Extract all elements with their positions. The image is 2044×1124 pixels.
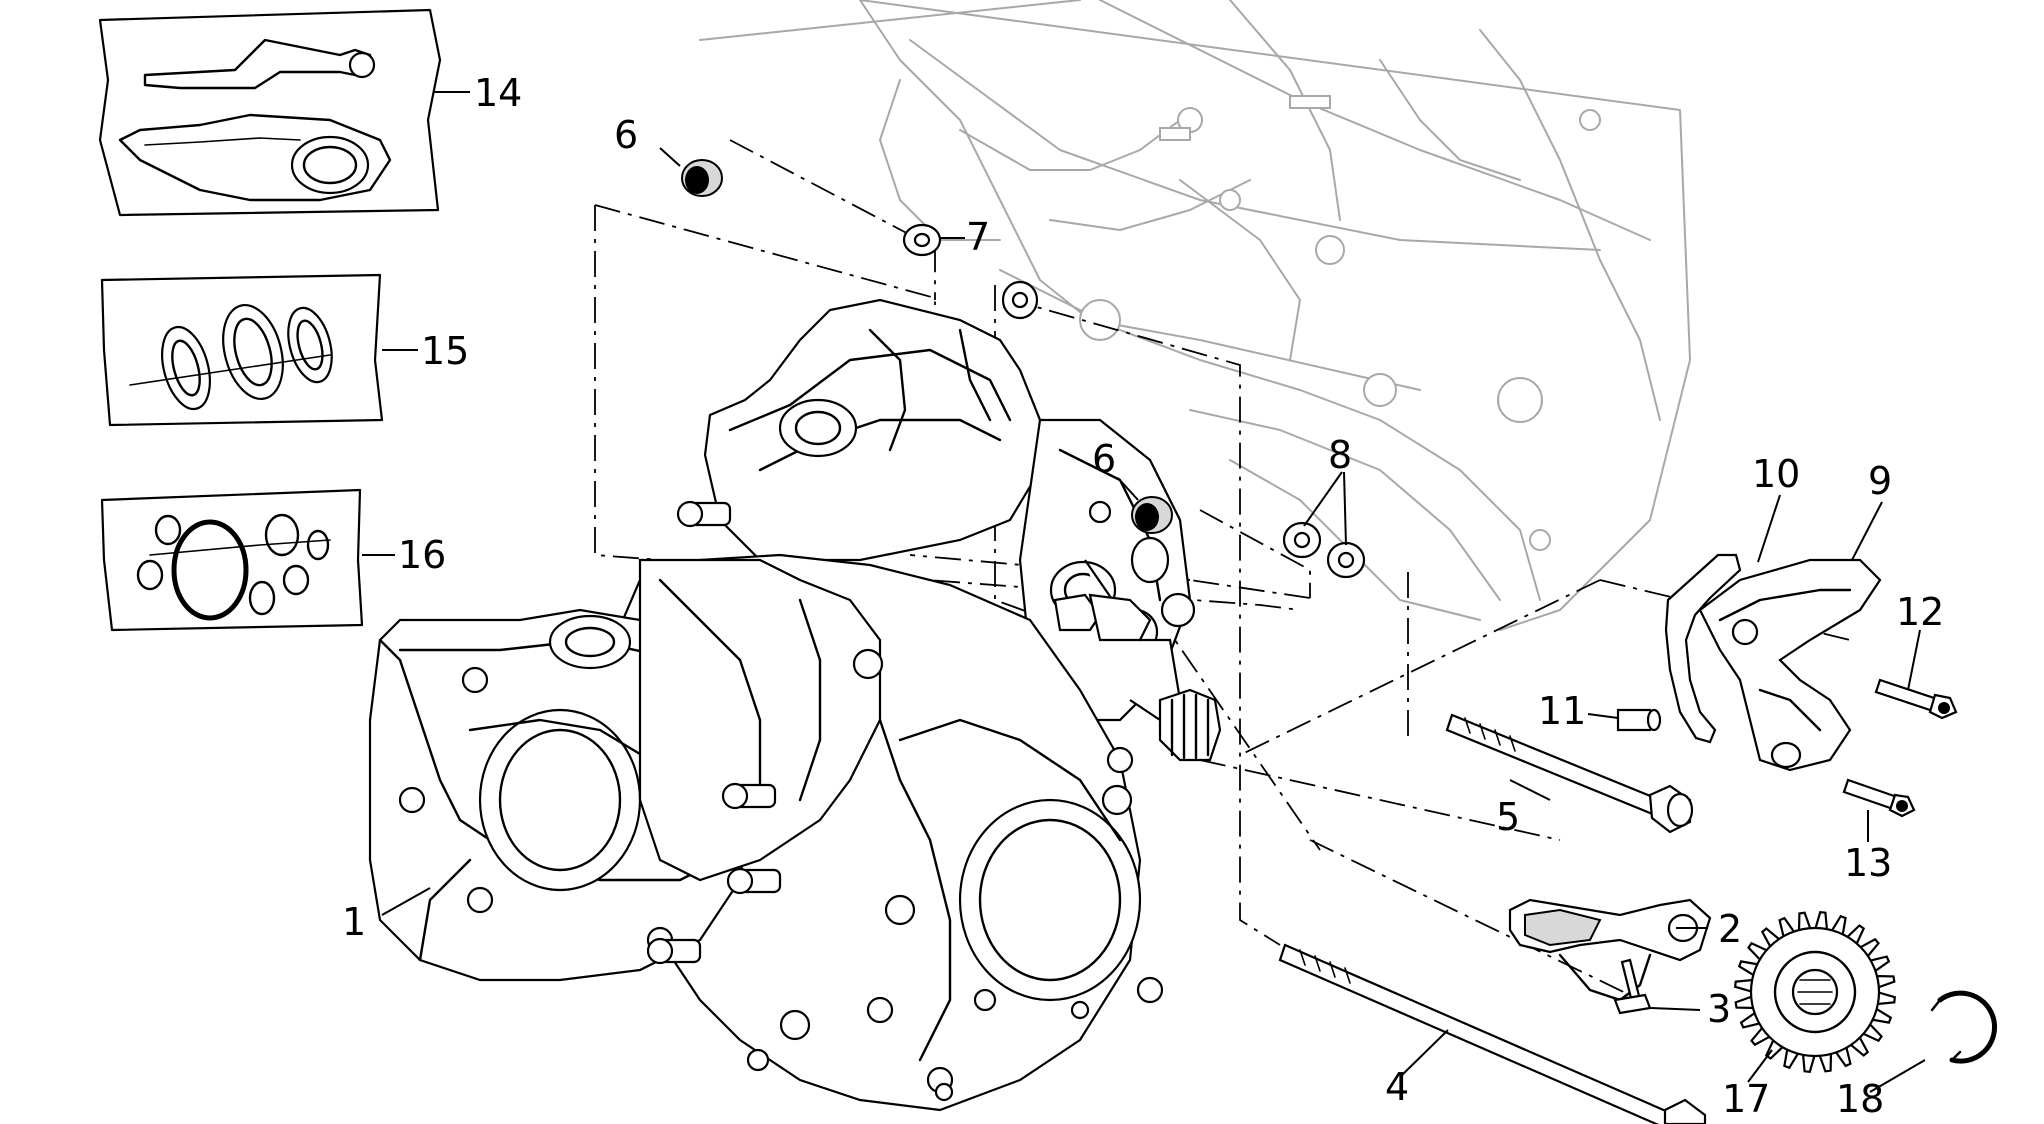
callout-labels: 1 2 3 4 5 6 6 7 8 9 10 11 12 13 14 15 16… <box>342 71 1944 1121</box>
callout-11: 11 <box>1538 689 1586 733</box>
o-ring-kit <box>100 488 364 632</box>
washer-7a <box>902 223 942 257</box>
callout-17: 17 <box>1722 1077 1770 1121</box>
circlip <box>1930 990 1998 1064</box>
callout-9: 9 <box>1868 459 1892 503</box>
oil-seal-kit <box>100 273 384 427</box>
callout-1: 1 <box>342 900 366 944</box>
output-sprocket <box>1734 911 1896 1073</box>
callout-4: 4 <box>1385 1065 1409 1109</box>
screw-13 <box>1842 778 1916 818</box>
bushing-upper <box>681 159 723 197</box>
washer-8a <box>1282 521 1322 559</box>
callout-7: 7 <box>966 215 990 259</box>
callout-5: 5 <box>1496 795 1520 839</box>
callout-18: 18 <box>1836 1077 1884 1121</box>
gasket-kit <box>98 8 442 217</box>
callout-14: 14 <box>474 71 522 115</box>
washer-8b <box>1326 541 1366 579</box>
callout-12: 12 <box>1896 590 1944 634</box>
bushing-lower <box>1131 496 1173 534</box>
pin-11 <box>1616 708 1662 732</box>
callout-2: 2 <box>1718 907 1742 951</box>
callout-15: 15 <box>421 329 469 373</box>
sprocket-cover <box>1698 558 1882 772</box>
callout-3: 3 <box>1707 987 1731 1031</box>
callout-6a: 6 <box>614 113 638 157</box>
engine-block <box>368 298 1222 1112</box>
callout-16: 16 <box>398 533 446 577</box>
motorcycle-frame <box>699 0 1691 631</box>
callout-13: 13 <box>1844 841 1892 885</box>
long-bolt-4 <box>1278 943 1707 1124</box>
chain-guide <box>1664 553 1742 744</box>
callout-10: 10 <box>1752 452 1800 496</box>
leader-lines <box>362 91 1926 1093</box>
callout-8: 8 <box>1328 433 1352 477</box>
callout-6b: 6 <box>1092 437 1116 481</box>
washer-7b <box>1001 280 1039 320</box>
screw-12 <box>1874 678 1958 720</box>
bolt-5 <box>1445 713 1694 834</box>
